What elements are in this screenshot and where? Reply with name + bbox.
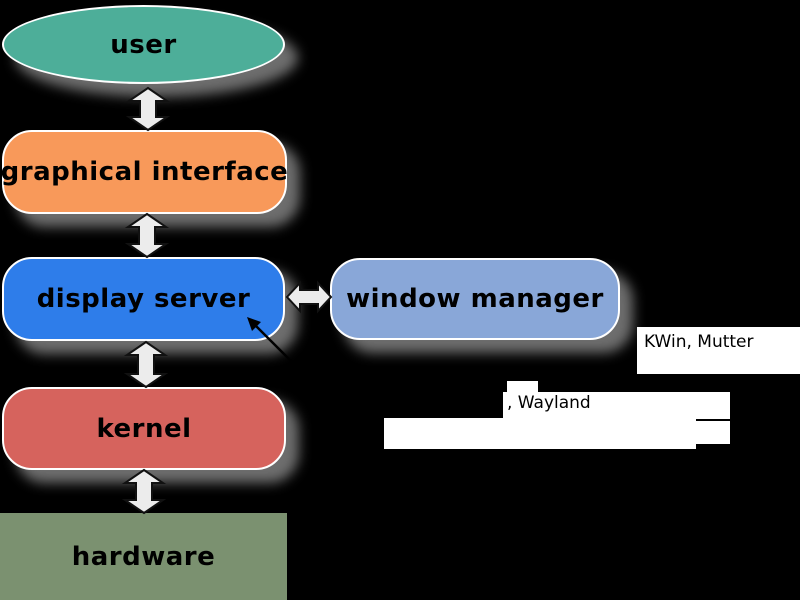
- node-graphical-interface-label: graphical interface: [0, 157, 289, 187]
- node-window-manager: window manager: [330, 258, 620, 340]
- window-manager-examples-label: KWin, Mutter: [637, 327, 800, 374]
- arrow-user-gui-icon: [125, 86, 171, 132]
- window-manager-examples-text: KWin, Mutter: [644, 332, 754, 352]
- node-kernel-label: kernel: [96, 413, 192, 444]
- node-display-server: display server: [2, 257, 285, 341]
- arrow-gui-display-server-icon: [124, 212, 170, 259]
- node-kernel: kernel: [2, 387, 286, 470]
- node-window-manager-label: window manager: [346, 284, 604, 314]
- arrow-kernel-hardware-icon: [121, 468, 167, 515]
- label-patch: [696, 421, 730, 444]
- arrow-display-server-kernel-icon: [123, 340, 169, 389]
- node-user: user: [2, 5, 285, 84]
- label-patch: [384, 418, 696, 449]
- pointer-arrow-display-server-icon: [247, 317, 294, 364]
- node-graphical-interface: graphical interface: [0, 130, 289, 214]
- display-server-examples-label: , Wayland: [503, 392, 730, 419]
- label-patch: [507, 381, 538, 393]
- display-server-examples-text: , Wayland: [507, 393, 591, 413]
- node-hardware: hardware: [0, 513, 287, 600]
- arrow-display-server-window-manager-icon: [285, 280, 333, 314]
- node-user-label: user: [110, 29, 177, 60]
- node-display-server-label: display server: [36, 284, 251, 314]
- node-hardware-label: hardware: [71, 541, 216, 572]
